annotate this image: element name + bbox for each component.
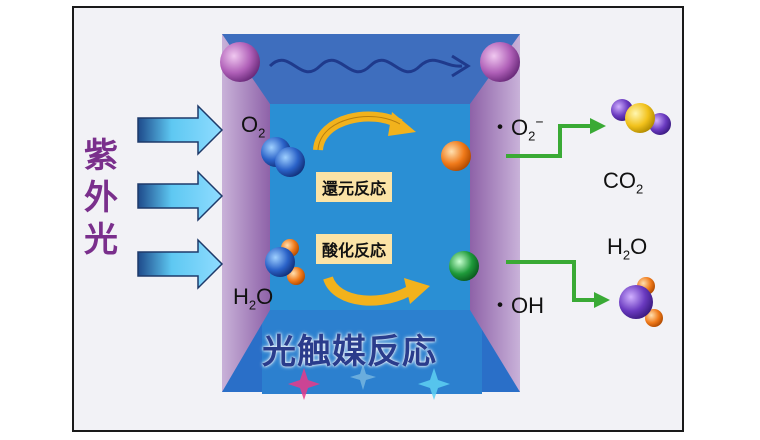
uv-label-1: 紫: [84, 136, 118, 176]
diagram-title: 光触媒反応: [262, 332, 437, 372]
left-panel: [222, 34, 270, 392]
reduction-cycle-arrows: [313, 111, 416, 151]
hydroxyl-label: ・OH: [489, 293, 545, 318]
reduction-label: 還元反応: [316, 172, 393, 202]
uv-arrows: [137, 104, 224, 290]
top-left-sphere: [220, 42, 260, 82]
superoxide-radical: [441, 141, 471, 171]
wavy-arrowhead: [451, 54, 471, 78]
h2o-left-o: [265, 247, 295, 277]
co2-label: CO2: [603, 168, 644, 197]
oxidation-cycle-arrows: [323, 275, 430, 306]
o2-label: O2: [241, 112, 266, 141]
light-sparkles: [288, 364, 450, 400]
co2-c: [625, 103, 655, 133]
oxidation-label: 酸化反応: [316, 234, 393, 264]
superoxide-label: ・O2−: [489, 113, 544, 144]
o2-atom-2: [275, 147, 305, 177]
top-right-sphere: [480, 42, 520, 82]
h2o-output-arrow: [506, 260, 602, 302]
right-panel: [470, 34, 520, 392]
uv-arrow-1: [137, 104, 224, 156]
hydroxyl-radical: [449, 251, 479, 281]
h2o-right-o: [619, 285, 653, 319]
uv-arrow-2: [137, 170, 224, 222]
h2o-right-h2: [645, 309, 663, 327]
h2o-left-label: H2O: [233, 284, 274, 313]
wavy-arrow: [268, 58, 463, 74]
catalyst-frame: [222, 34, 520, 394]
uv-arrow-3: [137, 238, 224, 290]
h2o-right-label: H2O: [607, 234, 648, 263]
co2-output-arrow: [506, 124, 598, 158]
uv-label-3: 光: [84, 220, 118, 260]
uv-label-2: 外: [84, 178, 118, 218]
